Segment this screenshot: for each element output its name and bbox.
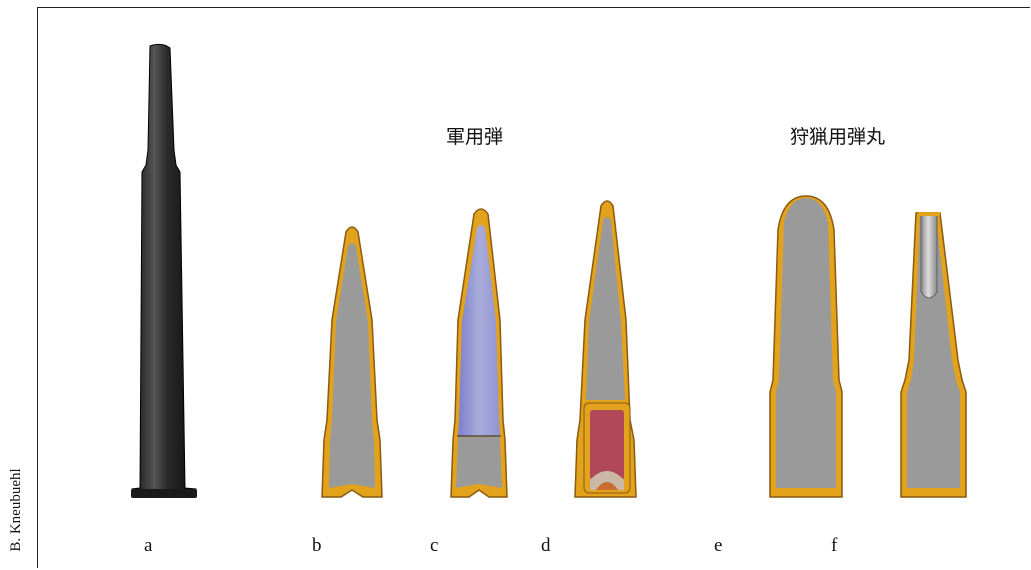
bullet-c-steel-core <box>450 208 508 498</box>
bullet-d-tracer <box>574 200 637 498</box>
bullet-e-soft-point <box>769 195 843 498</box>
bullet-f-hollow-point <box>900 212 967 498</box>
bullet-b-full-metal-jacket <box>321 226 383 498</box>
cartridge-a <box>131 43 197 498</box>
military-ammunition-label: 軍用弾 <box>446 126 504 148</box>
hunting-bullets-label: 狩猟用弾丸 <box>790 126 886 148</box>
figure-frame <box>37 7 1030 568</box>
label-b: b <box>312 535 322 556</box>
label-a: a <box>144 535 153 556</box>
label-c: c <box>430 535 439 556</box>
label-d: d <box>541 535 551 556</box>
label-f: f <box>831 535 838 556</box>
label-e: e <box>714 535 723 556</box>
